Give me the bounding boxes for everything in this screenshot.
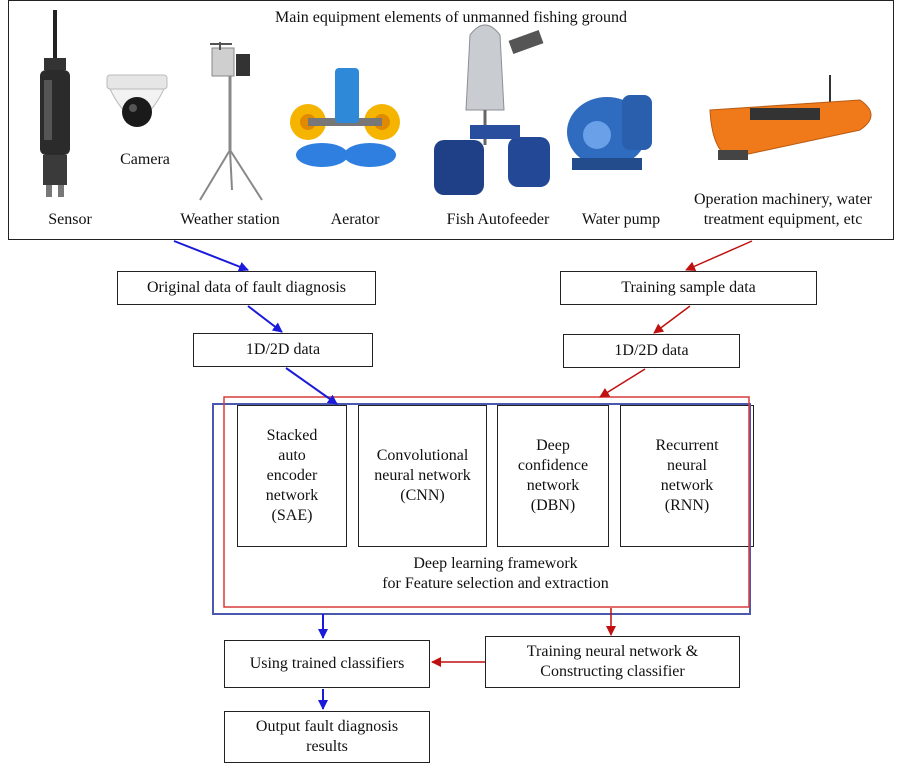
training-neural-network-box: Training neural network & Constructing c…: [485, 636, 740, 688]
framework-frame-red: [223, 396, 750, 608]
equipment-label-sensor: Sensor: [48, 211, 92, 228]
equipment-label-fish-autofeeder: Fish Autofeeder: [446, 211, 550, 228]
equipment-title: Main equipment elements of unmanned fish…: [275, 9, 627, 26]
camera-icon: [106, 74, 168, 127]
sensor-icon: [40, 10, 70, 197]
equipment-label-camera: Camera: [120, 151, 170, 168]
arrow-original-to-1d2d: [247, 305, 283, 333]
using-trained-classifiers-box: Using trained classifiers: [224, 640, 430, 688]
training-sample-data-box: Training sample data: [560, 271, 817, 305]
water-pump-icon: [567, 95, 652, 170]
arrow-training-to-1d2d: [653, 305, 691, 334]
equipment-panel: [8, 0, 894, 240]
framework-frame-blue: [212, 403, 751, 615]
network-box-dbn: Deep confidence network (DBN): [497, 405, 609, 547]
right-1d2d-data-box: 1D/2D data: [563, 334, 740, 368]
weather-station-icon: [199, 42, 263, 201]
equipment-label-weather-station: Weather station: [180, 211, 280, 228]
original-data-box: Original data of fault diagnosis: [117, 271, 376, 305]
boat-icon: [709, 75, 872, 160]
arrow-equipment-to-original: [173, 240, 249, 272]
arrow-equipment-to-training: [685, 240, 753, 271]
arrow-1d2d-to-framework: [285, 367, 338, 405]
arrow-1d2d-to-framework-red: [599, 368, 646, 398]
equipment-label-aerator: Aerator: [330, 211, 380, 228]
fish-autofeeder-icon: [434, 24, 550, 195]
network-box-sae: Stacked auto encoder network (SAE): [237, 405, 347, 547]
network-box-rnn: Recurrent neural network (RNN): [620, 405, 754, 547]
network-box-cnn: Convolutional neural network (CNN): [358, 405, 487, 547]
left-1d2d-data-box: 1D/2D data: [193, 333, 373, 367]
equipment-label-operation-machinery: Operation machinery, water treatment equ…: [694, 191, 872, 228]
aerator-icon: [290, 68, 400, 167]
framework-caption: Deep learning framework for Feature sele…: [382, 555, 609, 592]
equipment-label-water-pump: Water pump: [581, 211, 661, 228]
